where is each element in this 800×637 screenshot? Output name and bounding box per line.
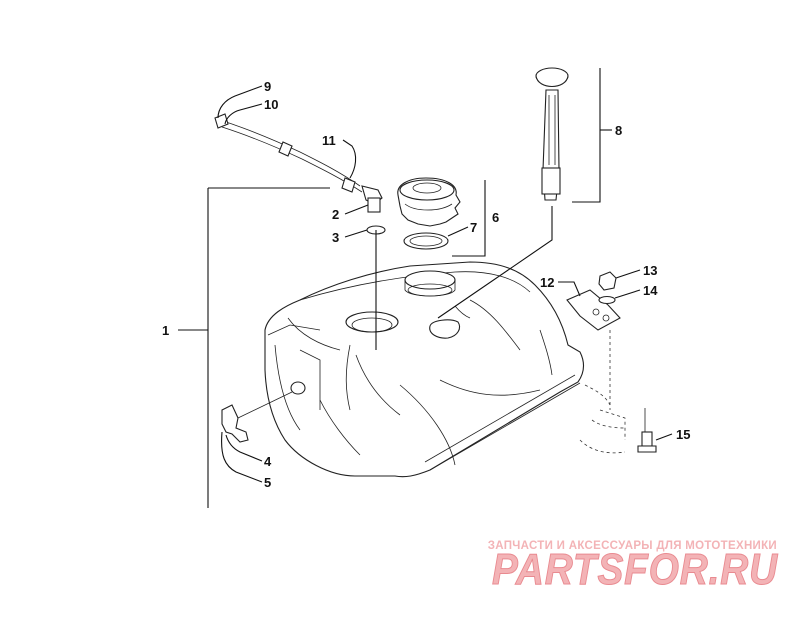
callout-3: 3 xyxy=(332,230,339,245)
callout-1: 1 xyxy=(162,323,169,338)
fuel-petcock xyxy=(221,391,293,443)
filler-cap xyxy=(397,177,461,227)
callout-14: 14 xyxy=(643,283,658,298)
leader-lines xyxy=(178,68,673,508)
callout-9: 9 xyxy=(264,79,271,94)
fuel-tank xyxy=(264,261,585,478)
callout-5: 5 xyxy=(264,475,271,490)
callout-labels: 1 2 3 4 5 6 7 8 9 10 11 12 13 14 15 xyxy=(162,79,690,490)
fuel-sender xyxy=(535,67,569,201)
callout-2: 2 xyxy=(332,207,339,222)
bracket-washer xyxy=(598,295,616,305)
callout-8: 8 xyxy=(615,123,622,138)
callout-4: 4 xyxy=(264,454,272,469)
cap-gasket xyxy=(403,232,449,250)
frame-mount xyxy=(579,384,626,454)
mounting-bracket xyxy=(566,289,621,331)
bracket-bolt xyxy=(609,330,657,453)
callout-11: 11 xyxy=(322,133,336,148)
watermark-logo: PARTSFOR.RU xyxy=(492,545,778,594)
vent-hose xyxy=(214,113,363,193)
callout-12: 12 xyxy=(540,275,554,290)
callout-13: 13 xyxy=(643,263,657,278)
callout-7: 7 xyxy=(470,220,477,235)
callout-6: 6 xyxy=(492,210,499,225)
callout-10: 10 xyxy=(264,97,278,112)
bracket-nut xyxy=(598,271,617,291)
callout-15: 15 xyxy=(676,427,690,442)
watermark-tagline: ЗАПЧАСТИ И АКСЕССУАРЫ ДЛЯ МОТОТЕХНИКИ xyxy=(488,540,777,552)
watermark: ЗАПЧАСТИ И АКСЕССУАРЫ ДЛЯ МОТОТЕХНИКИ PA… xyxy=(488,540,778,595)
